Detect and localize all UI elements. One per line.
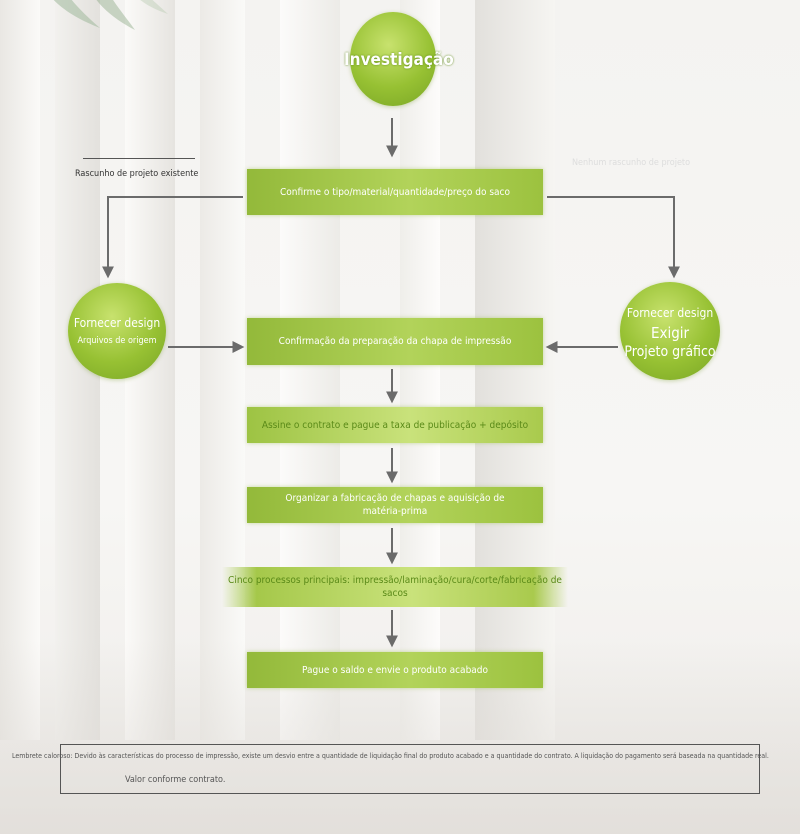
step-five-processes: Cinco processos principais: impressão/la… <box>222 567 568 607</box>
step-label: Organizar a fabricação de chapas e aquis… <box>285 493 505 517</box>
right-circle-line1: Fornecer design <box>626 306 714 320</box>
curtain-panel <box>400 0 440 740</box>
left-circle-line1: Fornecer design <box>73 316 161 330</box>
footer-frame <box>60 744 760 794</box>
curtain-panel <box>475 0 555 740</box>
step-label: Pague o saldo e envie o produto acabado <box>301 664 489 676</box>
leaf-decoration <box>53 0 168 30</box>
step-sign-contract: Assine o contrato e pague a taxa de publ… <box>247 407 543 443</box>
step-plate-and-material: Organizar a fabricação de chapas e aquis… <box>247 487 543 523</box>
start-circle-label: Investigação <box>344 50 454 70</box>
right-circle-design-required: Fornecer design Exigir Projeto gráfico <box>620 282 720 380</box>
footer-tip: Lembrete caloroso: Devido às característ… <box>12 752 769 760</box>
left-branch-note: Rascunho de projeto existente <box>75 158 199 179</box>
left-branch-note-text: Rascunho de projeto existente <box>75 169 199 179</box>
step-pay-balance-ship: Pague o saldo e envie o produto acabado <box>247 652 543 688</box>
left-circle-provide-source-files: Fornecer design Arquivos de origem <box>68 283 166 379</box>
step-plate-preparation: Confirmação da preparação da chapa de im… <box>247 318 543 365</box>
start-circle-investigation: Investigação <box>344 12 454 106</box>
curtain-panel <box>280 0 340 740</box>
right-circle-line2: Exigir <box>650 324 690 342</box>
step-confirm-bag-specs: Confirme o tipo/material/quantidade/preç… <box>247 169 543 215</box>
arrow-step1-to-left-circle <box>102 196 243 279</box>
footer-tip-amount: Valor conforme contrato. <box>125 775 226 785</box>
right-branch-note-text: Nenhum rascunho de projeto <box>572 158 691 168</box>
curtain-panel <box>0 0 40 740</box>
right-circle-line3: Projeto gráfico <box>624 344 716 360</box>
right-branch-note: Nenhum rascunho de projeto <box>572 158 690 168</box>
step-label: Confirmação da preparação da chapa de im… <box>278 336 512 347</box>
arrow-step1-to-right-circle <box>547 196 680 279</box>
step-label: Assine o contrato e pague a taxa de publ… <box>261 419 529 431</box>
curtain-panel <box>200 0 245 740</box>
step-label: Cinco processos principais: impressão/la… <box>228 575 562 599</box>
left-circle-line2: Arquivos de origem <box>77 336 157 346</box>
step-label: Confirme o tipo/material/quantidade/preç… <box>280 186 510 198</box>
left-branch-note-rule <box>83 158 195 159</box>
